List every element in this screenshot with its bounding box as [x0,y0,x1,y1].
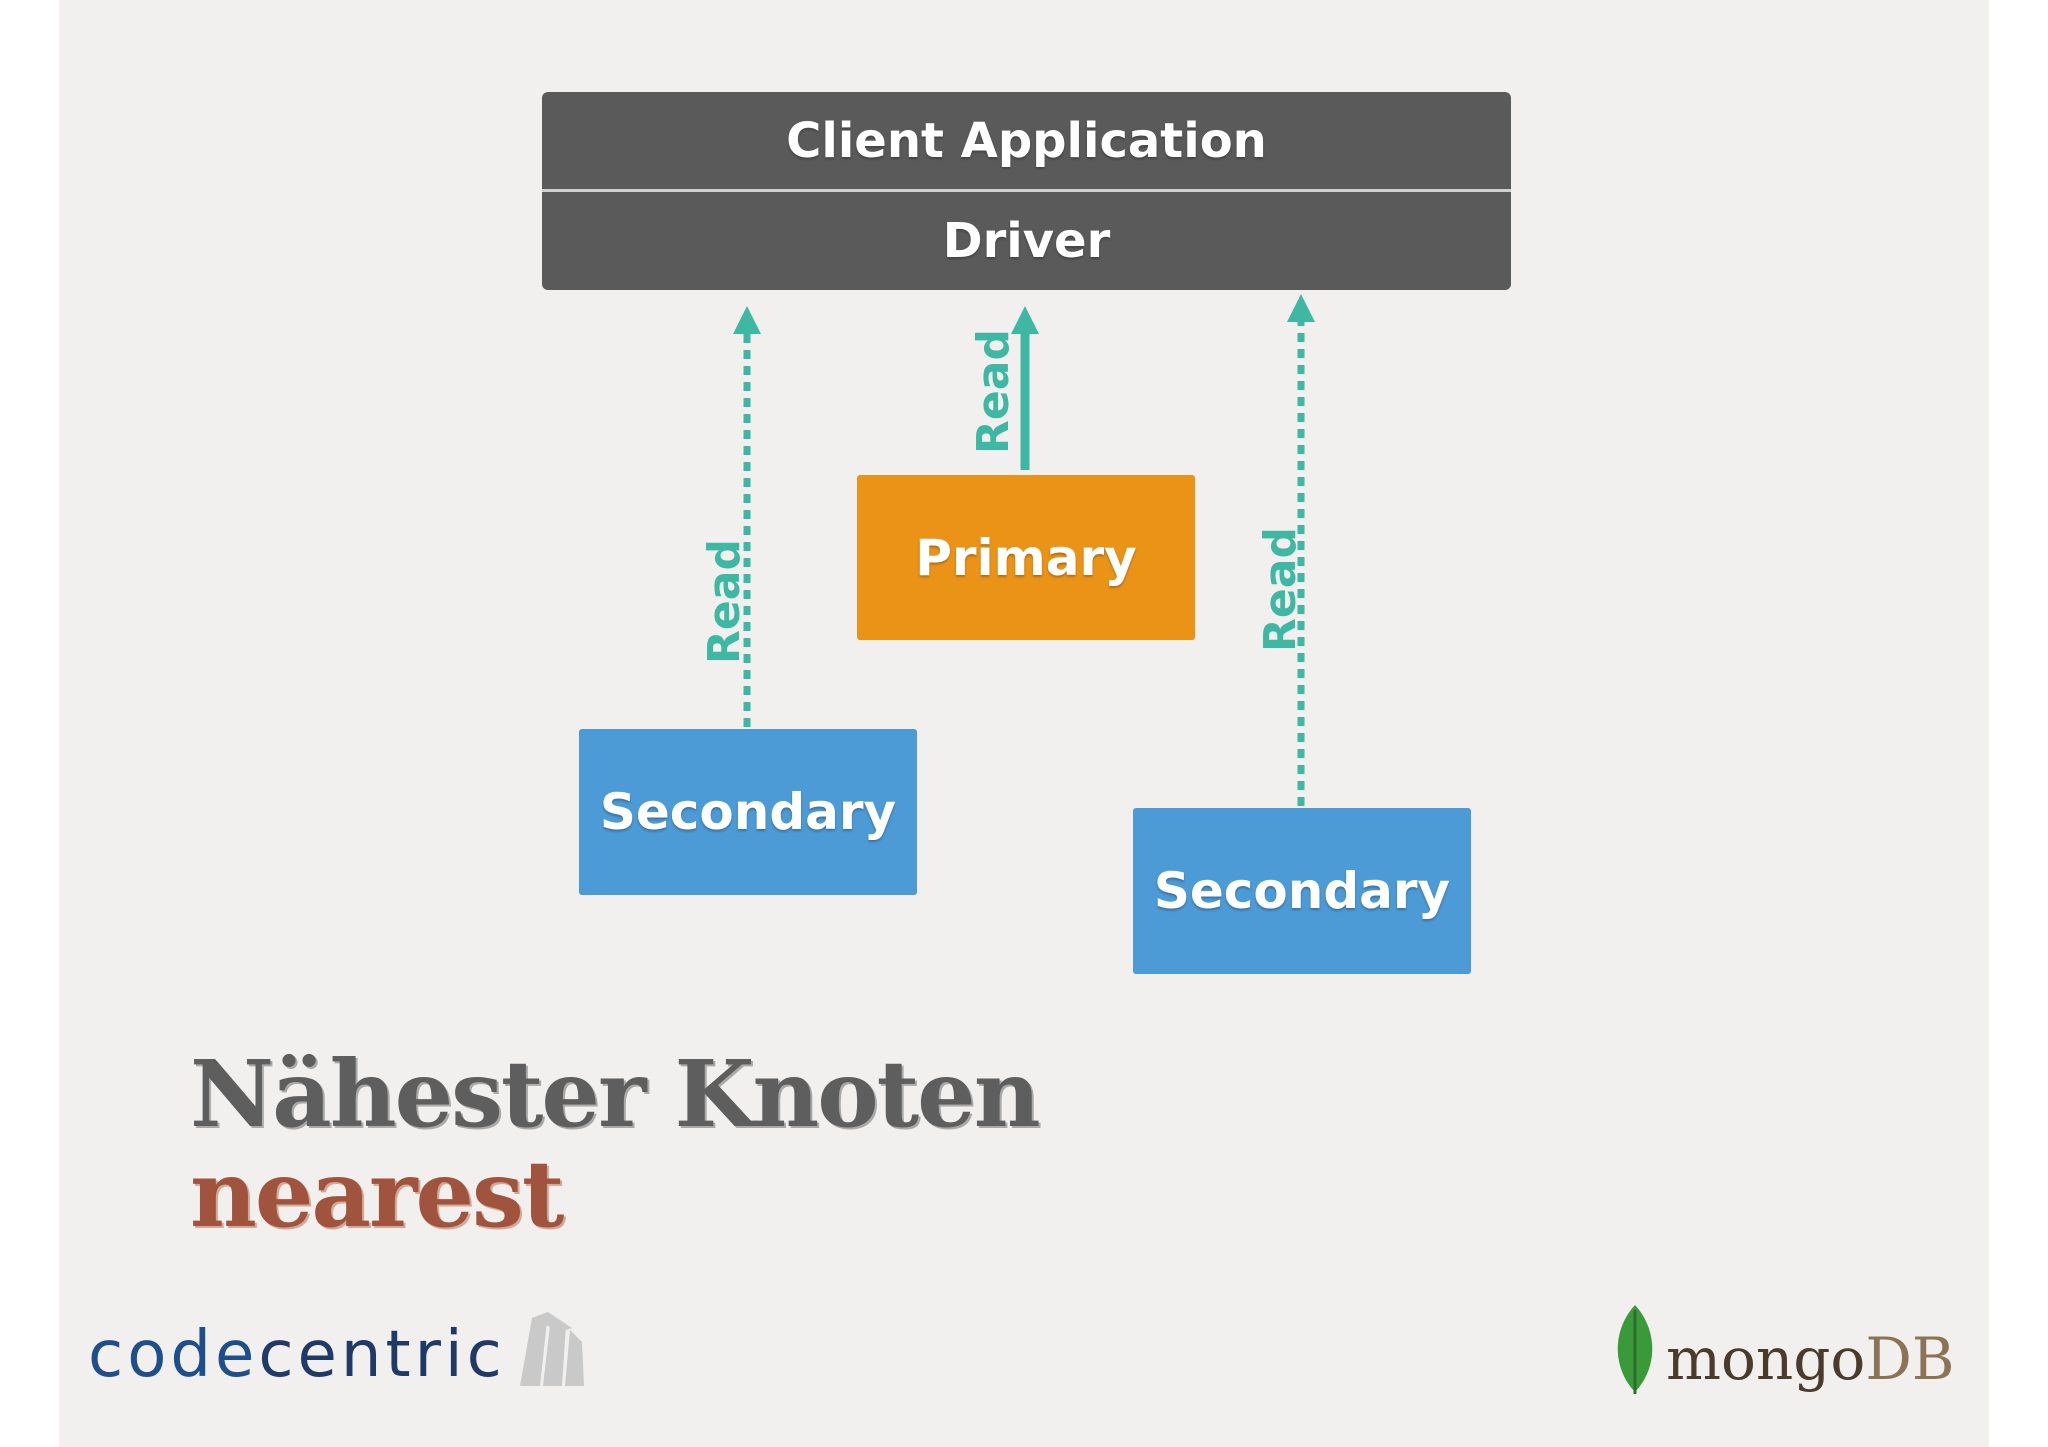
heading-english: nearest [190,1140,564,1248]
mongodb-logo-part1: mongo [1666,1325,1866,1393]
read-arrow-center-head [1011,306,1039,334]
read-arrow-right-head [1287,294,1315,322]
primary-box: Primary [857,475,1195,640]
primary-label: Primary [915,528,1137,587]
codecentric-building-icon [520,1312,584,1386]
mongodb-logo-part2: DB [1865,1325,1955,1393]
codecentric-logo-part1: code [88,1318,259,1392]
driver-box: Driver [542,192,1511,290]
mongodb-logo: mongoDB [1666,1325,1954,1393]
secondary-left-label: Secondary [599,783,897,841]
read-arrow-left-head [733,306,761,334]
codecentric-logo-part2: centric [258,1318,506,1392]
read-label-right: Read [1254,527,1306,652]
driver-label: Driver [942,213,1111,269]
codecentric-logo: codecentric [88,1318,506,1392]
client-application-box: Client Application [542,92,1511,190]
secondary-right-label: Secondary [1153,862,1451,920]
read-label-center: Read [967,329,1019,454]
secondary-box-left: Secondary [579,729,917,895]
client-application-label: Client Application [786,113,1267,169]
heading-german: Nähester Knoten [190,1040,1041,1148]
read-label-left: Read [698,539,750,664]
secondary-box-right: Secondary [1133,808,1471,974]
box-divider [542,189,1511,192]
